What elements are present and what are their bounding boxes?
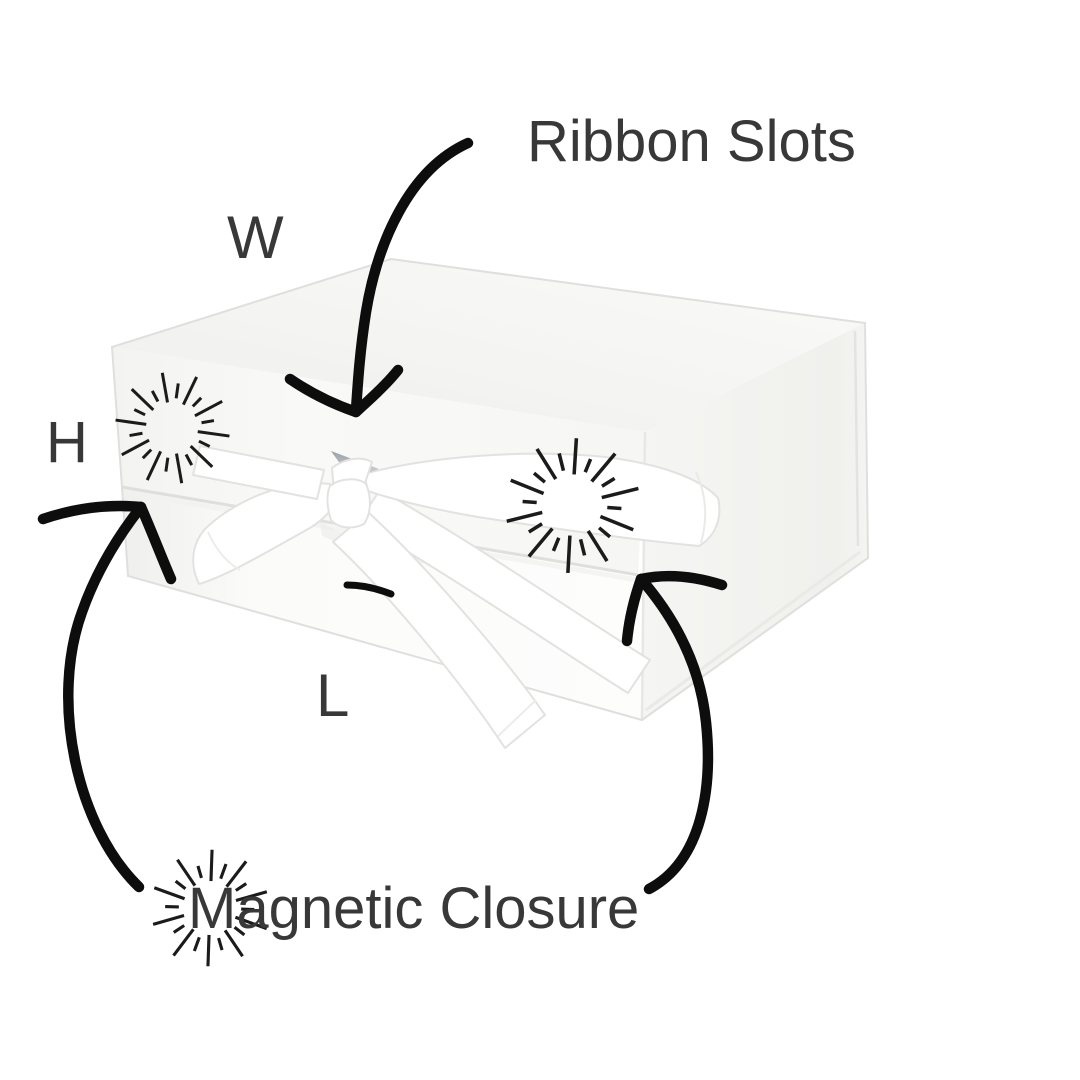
box-top-face bbox=[112, 259, 865, 432]
magnetic-closure-left-arrow-icon bbox=[37, 500, 177, 893]
bow-knot bbox=[326, 478, 371, 529]
ribbon-bow bbox=[192, 445, 721, 749]
ribbon-slots-arrow-icon bbox=[284, 137, 474, 418]
width-label: W bbox=[227, 204, 284, 271]
length-label: L bbox=[316, 662, 350, 729]
magnetic-closure-label: Magnetic Closure bbox=[188, 876, 640, 941]
base-bottom-highlight bbox=[645, 550, 861, 712]
front-tail-fold bbox=[497, 699, 537, 737]
front-ribbon-slot-mark bbox=[343, 581, 395, 598]
left-loop-fold bbox=[207, 531, 241, 571]
magnetic-closure-right-arrow-icon bbox=[621, 570, 728, 895]
ribbon-on-lid bbox=[192, 445, 325, 500]
box-side-face bbox=[642, 323, 868, 720]
right-loop-fold bbox=[695, 471, 707, 544]
lid-side-flap-seam bbox=[853, 330, 860, 547]
ribbon-slots-label: Ribbon Slots bbox=[527, 109, 856, 174]
ribbon-tail-right bbox=[357, 489, 651, 694]
bow-right-loop bbox=[363, 452, 721, 547]
height-label: H bbox=[46, 410, 88, 475]
bow-left-loop bbox=[192, 482, 337, 585]
annotation-arrows bbox=[37, 137, 728, 895]
